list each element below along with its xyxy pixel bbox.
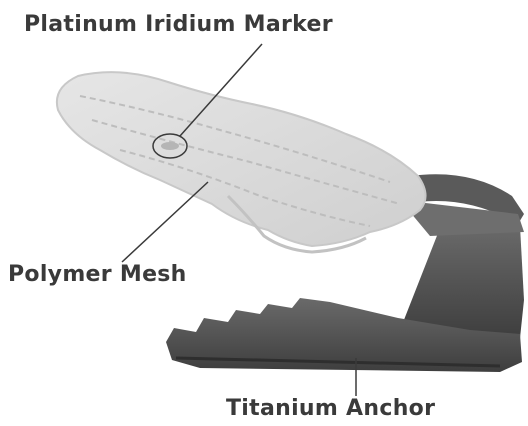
polymer-mesh <box>57 72 426 252</box>
platinum-marker <box>161 142 179 150</box>
mesh-label: Polymer Mesh <box>8 262 187 287</box>
anchor-strut <box>400 226 524 338</box>
mesh-leader-line <box>122 182 208 262</box>
marker-label: Platinum Iridium Marker <box>24 12 333 37</box>
anchor-label: Titanium Anchor <box>226 396 435 421</box>
